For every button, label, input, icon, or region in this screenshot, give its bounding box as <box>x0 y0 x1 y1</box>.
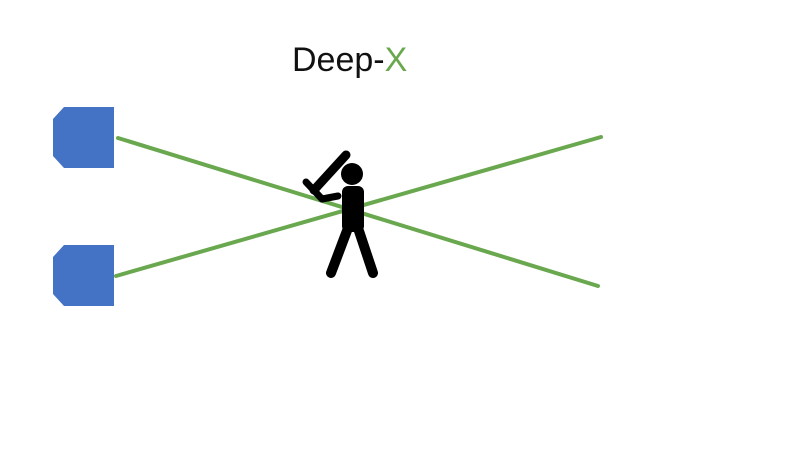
camera-icon <box>53 107 114 168</box>
title-prefix: Deep- <box>292 41 385 79</box>
camera-icon <box>53 245 114 306</box>
batter-icon <box>302 150 378 278</box>
slide-title: Deep-X <box>292 38 407 82</box>
title-accent: X <box>384 41 408 79</box>
